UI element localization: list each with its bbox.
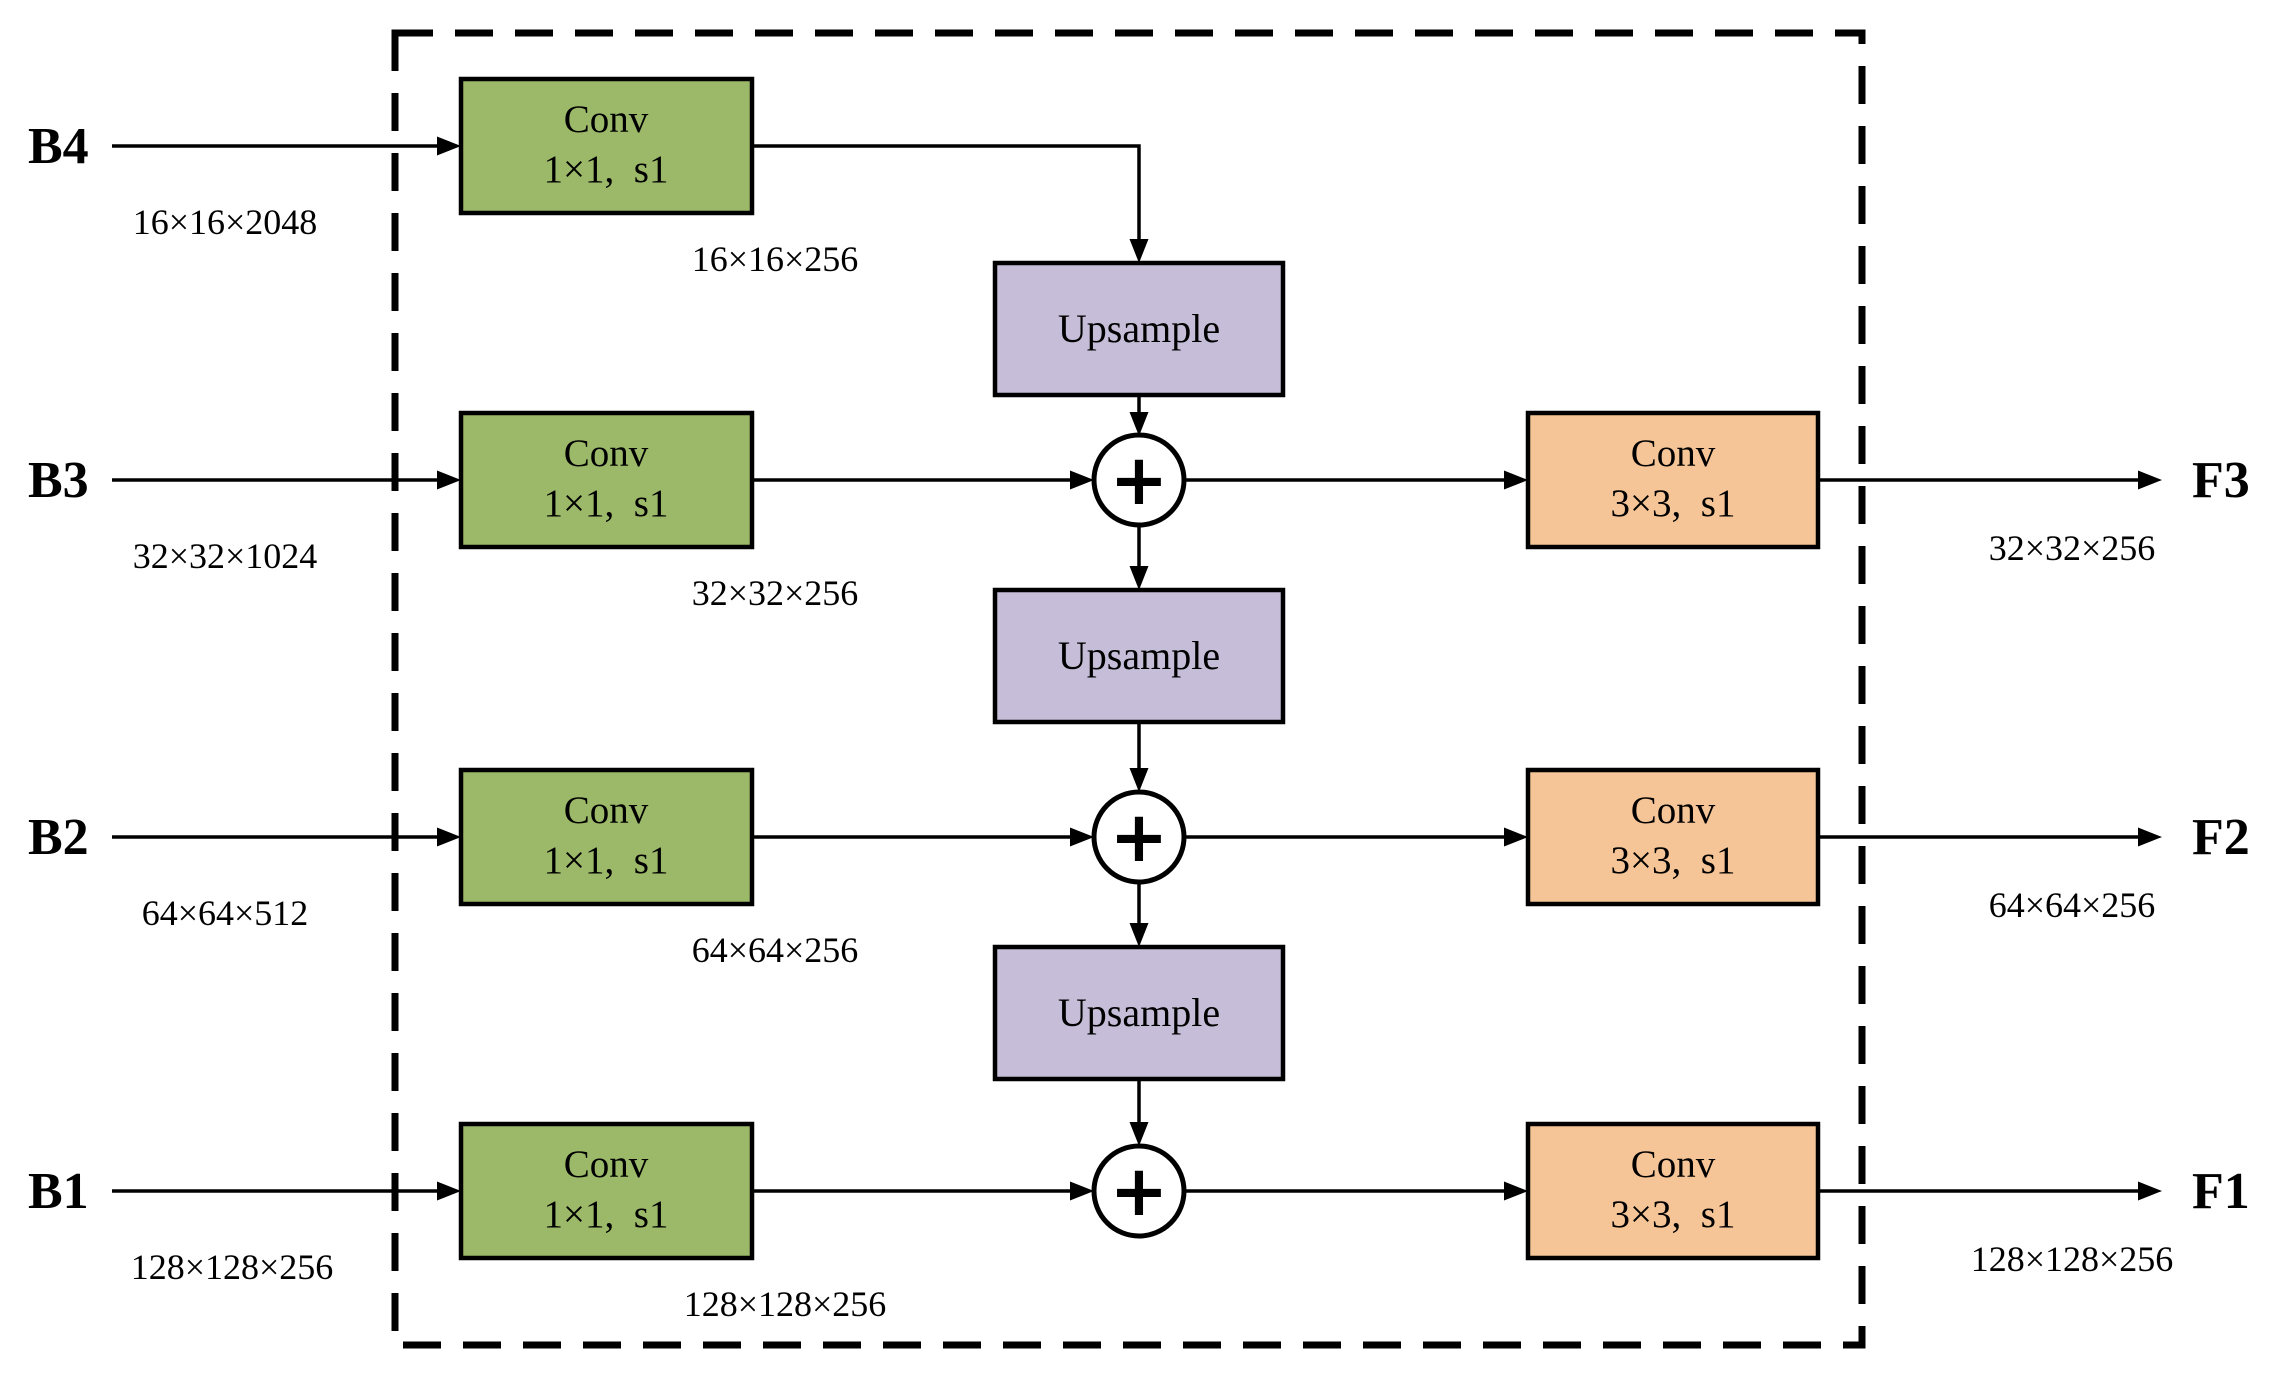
conv1x1-label-line1-b1: Conv <box>564 1143 649 1186</box>
dashed-boundary <box>391 29 1866 1349</box>
output-dim-f3: 32×32×256 <box>1989 528 2156 568</box>
conv-out-dim-b2: 64×64×256 <box>692 930 859 970</box>
conv3x3-label-line2-b1: 3×3, s1 <box>1611 1193 1736 1236</box>
plus-icon: + <box>1110 439 1169 521</box>
arrow-head <box>1070 470 1094 490</box>
conv3x3-label-line2-b3: 3×3, s1 <box>1611 482 1736 525</box>
conv1x1-label-line2-b2: 1×1, s1 <box>544 839 669 882</box>
output-dim-f2: 64×64×256 <box>1989 885 2156 925</box>
upsample-box-1 <box>992 260 1286 398</box>
row-b4: B4 16×16×2048 Conv 1×1, s1 16×16×256 <box>28 76 1149 279</box>
upsample-box-2 <box>992 587 1286 725</box>
input-dim-b1: 128×128×256 <box>131 1247 334 1287</box>
arrow-head <box>437 1181 461 1201</box>
conv3x3-box-b3 <box>1525 410 1821 550</box>
conv3x3-label-line1-b1: Conv <box>1631 1143 1716 1186</box>
arrow-head <box>1504 827 1528 847</box>
output-label-f1: F1 <box>2192 1163 2250 1220</box>
upsample-label-2: Upsample <box>1058 633 1220 678</box>
upsample-label-3: Upsample <box>1058 990 1220 1035</box>
row-b3: B3 32×32×1024 Conv 1×1, s1 32×32×256 + C… <box>28 410 2250 613</box>
input-dim-b4: 16×16×2048 <box>133 202 318 242</box>
conv1x1-box-b3 <box>458 410 755 550</box>
arrow-head <box>1070 1181 1094 1201</box>
upsample-3: Upsample <box>992 944 1286 1146</box>
conv3x3-box-b1 <box>1525 1121 1821 1261</box>
wire-b4-to-upsample <box>752 144 1141 245</box>
plus-icon: + <box>1110 796 1169 878</box>
arrow-head <box>1129 1122 1149 1146</box>
conv1x1-label-line1-b3: Conv <box>564 432 649 475</box>
conv1x1-box-b2 <box>458 767 755 907</box>
conv1x1-label-line2-b3: 1×1, s1 <box>544 482 669 525</box>
arrow-head <box>1070 827 1094 847</box>
input-label-b1: B1 <box>28 1163 89 1220</box>
conv1x1-label-line2-b4: 1×1, s1 <box>544 148 669 191</box>
output-label-f3: F3 <box>2192 452 2250 509</box>
arrow-head <box>437 136 461 156</box>
conv1x1-label-line2-b1: 1×1, s1 <box>544 1193 669 1236</box>
arrow-head <box>1504 470 1528 490</box>
row-b1: B1 128×128×256 Conv 1×1, s1 128×128×256 … <box>28 1121 2250 1324</box>
conv3x3-label-line2-b2: 3×3, s1 <box>1611 839 1736 882</box>
upsample-box-3 <box>992 944 1286 1082</box>
conv-out-dim-b3: 32×32×256 <box>692 573 859 613</box>
row-b2: B2 64×64×512 Conv 1×1, s1 64×64×256 + Co… <box>28 767 2250 970</box>
arrow-head <box>1129 923 1149 947</box>
conv3x3-label-line1-b2: Conv <box>1631 789 1716 832</box>
input-label-b4: B4 <box>28 118 89 175</box>
arrow-head <box>1129 239 1149 263</box>
arrow-head <box>1129 768 1149 792</box>
output-label-f2: F2 <box>2192 809 2250 866</box>
conv-out-dim-b1: 128×128×256 <box>684 1284 887 1324</box>
upsample-label-1: Upsample <box>1058 306 1220 351</box>
upsample-2: Upsample <box>992 587 1286 792</box>
arrow-head <box>2138 470 2162 490</box>
arrow-head <box>2138 827 2162 847</box>
arrow-head <box>1504 1181 1528 1201</box>
input-dim-b3: 32×32×1024 <box>133 536 318 576</box>
plus-icon: + <box>1110 1150 1169 1232</box>
upsample-1: Upsample <box>992 260 1286 436</box>
input-label-b3: B3 <box>28 452 89 509</box>
conv1x1-label-line1-b4: Conv <box>564 98 649 141</box>
arrow-head <box>437 827 461 847</box>
output-dim-f1: 128×128×256 <box>1971 1239 2174 1279</box>
input-dim-b2: 64×64×512 <box>142 893 309 933</box>
conv1x1-label-line1-b2: Conv <box>564 789 649 832</box>
input-label-b2: B2 <box>28 809 89 866</box>
arrow-head <box>1129 412 1149 436</box>
arrow-head <box>437 470 461 490</box>
arrow-head <box>2138 1181 2162 1201</box>
conv-out-dim-b4: 16×16×256 <box>692 239 859 279</box>
arrow-head <box>1129 566 1149 590</box>
conv3x3-label-line1-b3: Conv <box>1631 432 1716 475</box>
